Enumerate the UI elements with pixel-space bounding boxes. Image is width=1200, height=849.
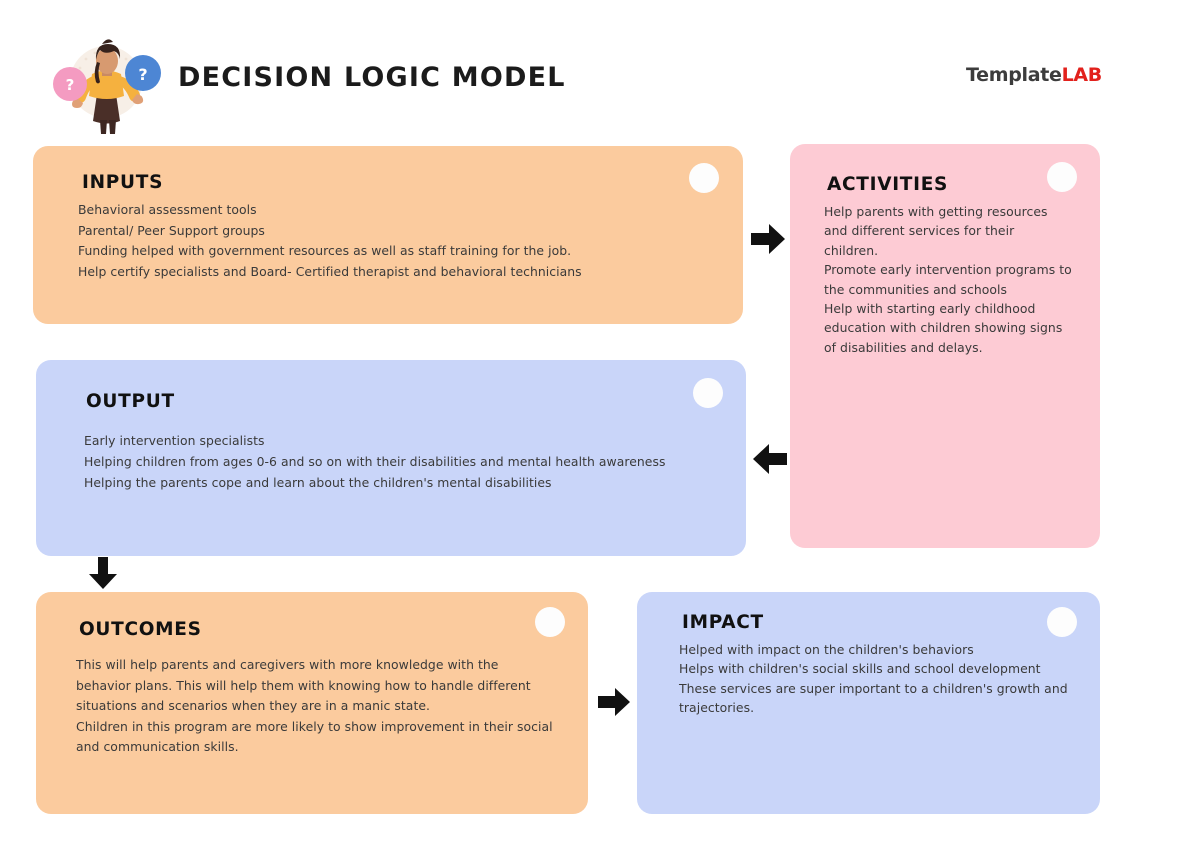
card-title-output: OUTPUT (86, 391, 175, 412)
card-body-impact: Helped with impact on the children's beh… (679, 642, 1068, 716)
card-badge-circle-output (693, 378, 723, 408)
card-body-activities: Help parents with getting resources and … (824, 204, 1072, 355)
templatelab-logo: TemplateLAB (966, 64, 1102, 86)
card-title-impact: IMPACT (682, 612, 764, 633)
card-impact[interactable]: IMPACT Helped with impact on the childre… (637, 592, 1100, 814)
card-badge-circle-activities (1047, 162, 1077, 192)
arrow-left-icon (752, 442, 788, 476)
brand-template-text: Template (965, 64, 1062, 86)
svg-text:?: ? (66, 76, 75, 94)
arrow-right-icon (597, 686, 631, 718)
arrow-down-icon (88, 556, 118, 590)
card-badge-circle-outcomes (535, 607, 565, 637)
card-body-output: Early intervention specialists Helping c… (84, 433, 666, 490)
card-output[interactable]: OUTPUT Early intervention specialists He… (36, 360, 746, 556)
card-badge-circle-inputs (689, 163, 719, 193)
card-title-outcomes: OUTCOMES (79, 619, 202, 640)
card-body-outcomes: This will help parents and caregivers wi… (76, 657, 553, 754)
svg-text:?: ? (138, 65, 147, 84)
card-badge-circle-impact (1047, 607, 1077, 637)
card-activities[interactable]: ACTIVITIES Help parents with getting res… (790, 144, 1100, 548)
card-title-inputs: INPUTS (82, 172, 164, 193)
brand-lab-text: LAB (1061, 64, 1103, 86)
arrow-right-icon (750, 222, 786, 256)
card-title-activities: ACTIVITIES (827, 174, 949, 195)
card-body-inputs: Behavioral assessment tools Parental/ Pe… (78, 202, 582, 279)
card-inputs[interactable]: INPUTS Behavioral assessment tools Paren… (33, 146, 743, 324)
woman-holding-question-mark-bubbles-illustration: ? ? (40, 28, 172, 136)
page-header: ? ? DECISION LOGIC MODEL TemplateLAB (0, 0, 1200, 140)
page-title: DECISION LOGIC MODEL (178, 62, 566, 93)
card-outcomes[interactable]: OUTCOMES This will help parents and care… (36, 592, 588, 814)
